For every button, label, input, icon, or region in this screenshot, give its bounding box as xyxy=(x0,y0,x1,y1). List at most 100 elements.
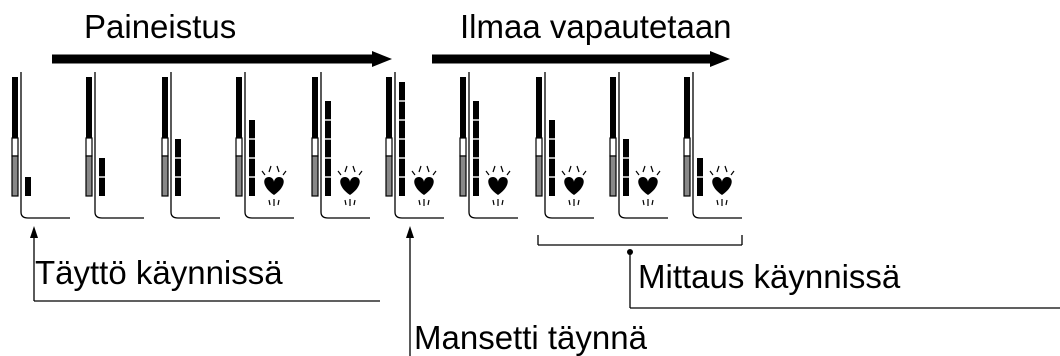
scale-bar-gray xyxy=(161,155,169,197)
scale-bar-black xyxy=(12,77,18,138)
heart-ray xyxy=(268,199,271,206)
pressurize-arrow xyxy=(52,51,392,67)
scale-bar-black xyxy=(460,77,466,138)
scale-bar-white xyxy=(85,137,93,157)
indicator-panels xyxy=(11,72,742,219)
scale-bar-gray xyxy=(459,155,467,197)
heart-ray xyxy=(261,170,266,176)
heart-ray xyxy=(418,165,422,173)
scale-bar-gray xyxy=(85,155,93,197)
filling-callout xyxy=(30,226,380,302)
scale-bar-gray xyxy=(535,155,543,197)
scale-bar-white xyxy=(609,137,617,157)
heart-ray xyxy=(276,165,280,173)
axis-line xyxy=(692,72,742,219)
heart-ray xyxy=(432,170,437,176)
cuff-full-callout xyxy=(406,226,414,356)
heart-icon xyxy=(635,165,661,206)
indicator-panel xyxy=(609,72,668,219)
heart-icon xyxy=(561,165,587,206)
heart-shape xyxy=(264,177,284,195)
heart-ray xyxy=(642,199,645,206)
axis-line xyxy=(20,72,70,219)
heart-ray xyxy=(568,199,571,206)
scale-bar-gray xyxy=(311,155,319,197)
cuff-full-label: Mansetti täynnä xyxy=(414,319,647,356)
pressure-level-bar xyxy=(175,139,181,196)
scale-bar-gray xyxy=(235,155,243,197)
scale-bar-gray xyxy=(11,155,19,197)
scale-bar-white xyxy=(11,137,19,157)
heart-ray xyxy=(506,170,511,176)
heart-icon xyxy=(411,165,437,206)
scale-bar-black xyxy=(386,77,392,138)
heart-shape xyxy=(638,177,658,195)
heart-ray xyxy=(709,170,714,176)
heart-ray xyxy=(582,170,587,176)
scale-bar-white xyxy=(161,137,169,157)
heart-ray xyxy=(282,170,287,176)
heart-ray xyxy=(268,165,272,173)
heart-ray xyxy=(568,165,572,173)
heart-ray xyxy=(492,199,495,206)
heart-icon xyxy=(261,165,287,206)
scale-bar-white xyxy=(311,137,319,157)
heart-ray xyxy=(561,170,566,176)
scale-bar-white xyxy=(459,137,467,157)
axis-line xyxy=(544,72,594,219)
heart-ray xyxy=(418,199,421,206)
heart-ray xyxy=(724,165,728,173)
scale-bar-white xyxy=(235,137,243,157)
axis-line xyxy=(468,72,518,219)
heart-ray xyxy=(352,165,356,173)
heart-ray xyxy=(635,170,640,176)
heart-ray xyxy=(353,199,356,206)
heart-icon xyxy=(485,165,511,206)
indicator-panel xyxy=(385,72,444,219)
heart-ray xyxy=(344,199,347,206)
air-release-label: Ilmaa vapautetaan xyxy=(460,8,732,45)
heart-ray xyxy=(501,199,504,206)
scale-bar-black xyxy=(536,77,542,138)
heart-ray xyxy=(337,170,342,176)
heart-ray xyxy=(427,199,430,206)
measuring-in-progress-label: Mittaus käynnissä xyxy=(638,258,901,295)
indicator-panel xyxy=(683,72,742,219)
air-release-arrow xyxy=(432,51,730,67)
indicator-panel xyxy=(459,72,518,219)
indicator-panel xyxy=(235,72,294,219)
heart-ray xyxy=(500,165,504,173)
heart-ray xyxy=(426,165,430,173)
indicator-panel xyxy=(535,72,594,219)
indicator-panel xyxy=(11,72,70,219)
heart-ray xyxy=(725,199,728,206)
heart-ray xyxy=(576,165,580,173)
scale-bar-black xyxy=(312,77,318,138)
scale-bar-white xyxy=(683,137,691,157)
scale-bar-gray xyxy=(683,155,691,197)
heart-ray xyxy=(650,165,654,173)
heart-ray xyxy=(411,170,416,176)
filling-in-progress-label: Täyttö käynnissä xyxy=(35,254,283,291)
scale-bar-black xyxy=(236,77,242,138)
axis-line xyxy=(170,72,220,219)
heart-shape xyxy=(488,177,508,195)
heart-ray xyxy=(577,199,580,206)
indicator-panel xyxy=(161,72,220,219)
heart-icon xyxy=(337,165,363,206)
scale-bar-gray xyxy=(385,155,393,197)
axis-line xyxy=(394,72,444,219)
scale-bar-white xyxy=(385,137,393,157)
pressure-level-bar xyxy=(623,139,629,196)
pressure-level-bar xyxy=(25,177,31,196)
axis-line xyxy=(244,72,294,219)
pressurize-label: Paineistus xyxy=(84,8,237,45)
heart-shape xyxy=(564,177,584,195)
pressure-level-bar xyxy=(325,101,331,196)
axis-line xyxy=(320,72,370,219)
heart-ray xyxy=(277,199,280,206)
heart-ray xyxy=(358,170,363,176)
scale-bar-black xyxy=(86,77,92,138)
indicator-panel xyxy=(85,72,144,219)
